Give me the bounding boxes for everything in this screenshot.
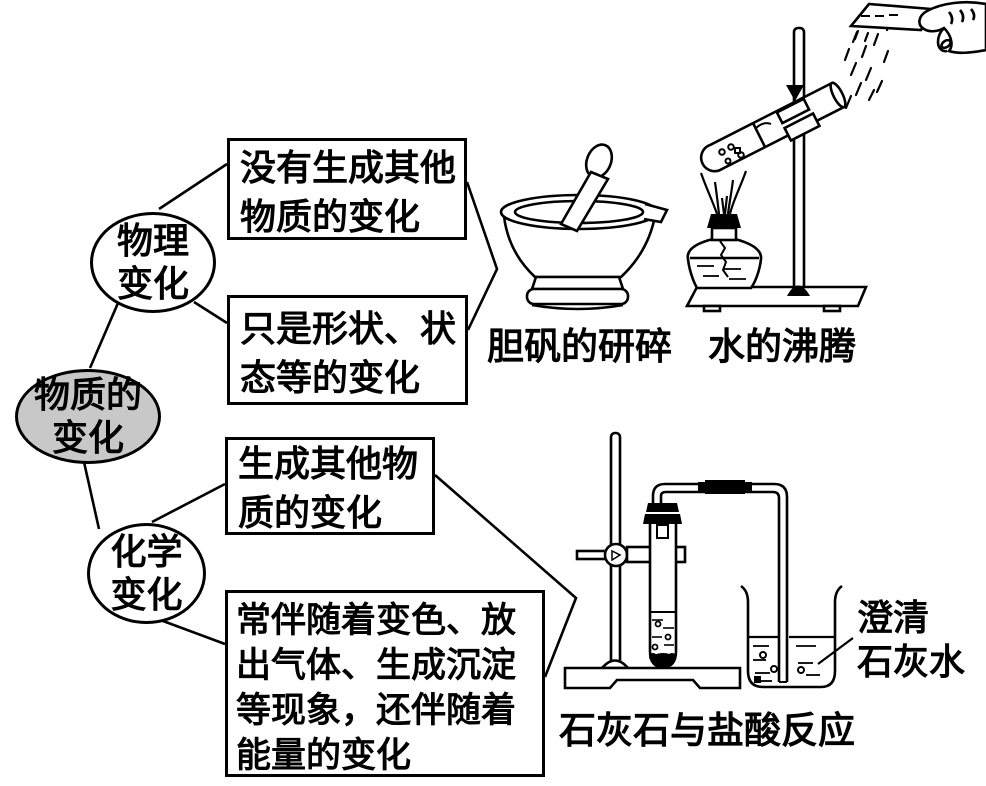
clamp-jaw-upper (775, 97, 811, 125)
chemical-change-node: 化学 变化 (87, 523, 206, 624)
clamp2-knob (603, 542, 629, 568)
pointer-physical-examples (465, 181, 499, 331)
lamp-liquid-marks (697, 265, 746, 280)
limewater-pointer-line (817, 637, 854, 665)
caption-limestone-reaction: 石灰石与盐酸反应 (559, 711, 855, 752)
limewater-annotation: 澄清 石灰水 (857, 596, 965, 684)
rod-collar (787, 285, 810, 296)
stopper-flare (643, 514, 682, 524)
root-node: 物质的 变化 (15, 369, 161, 464)
caption-water-boiling: 水的沸腾 (708, 327, 856, 368)
clamp-arrow (786, 85, 804, 101)
root-node-line2: 变化 (51, 417, 124, 458)
limewater-annotation-line2: 石灰水 (857, 642, 966, 682)
stand-foot-left (702, 304, 722, 313)
glass-plate (848, 2, 933, 32)
limestone-acid-illustration (563, 431, 854, 690)
physical-node-line1: 物理 (116, 220, 189, 261)
stopper-top (646, 503, 679, 512)
chemical-node-line1: 化学 (110, 531, 183, 572)
physical-feature-line2: 态等的变化 (240, 358, 421, 398)
water-boiling-illustration (684, 0, 986, 313)
clamp-jaw-lower (782, 111, 822, 143)
glass-plate-dashes (861, 14, 898, 17)
physical-node-line2: 变化 (116, 263, 189, 304)
line-physical-box1 (158, 162, 228, 211)
mortar-foot-edge (531, 303, 624, 311)
mortar-pestle-illustration (499, 143, 669, 311)
chemical-definition-line1: 生成其他物 (238, 444, 419, 484)
connector-lines (82, 162, 578, 678)
limewater-speck (754, 676, 761, 683)
root-node-line1: 物质的 (33, 374, 142, 415)
lamp-wick (719, 240, 729, 278)
pestle-rod (559, 170, 610, 233)
physical-feature-line1: 只是形状、状 (240, 309, 457, 349)
hand-knuckle-1 (947, 11, 954, 25)
tube-water-surface (751, 122, 767, 148)
hand-knuckle-2 (958, 9, 965, 23)
acid-marks (652, 619, 674, 646)
chemical-feature-box: 常伴随着变色、放 出气体、生成沉淀 等现象，还伴随着 能量的变化 (225, 590, 545, 777)
acid-bubbles (651, 620, 672, 651)
line-root-chemical (82, 461, 101, 530)
rubber-connector-left (698, 482, 706, 493)
rubber-connector (705, 480, 745, 494)
line-root-physical (88, 302, 120, 369)
mortar-spout (643, 202, 669, 224)
lamp-collar (710, 226, 738, 242)
hand-thumbnail (940, 38, 952, 50)
chemical-feature-line1: 常伴随着变色、放 (236, 601, 517, 640)
clamp2-knob-mark (611, 549, 622, 562)
hand-knuckle-3 (969, 8, 976, 21)
chemical-feature-line4: 能量的变化 (236, 736, 412, 775)
stand2-base (563, 666, 742, 690)
hand (918, 0, 986, 55)
physical-feature-box: 只是形状、状 态等的变化 (227, 295, 468, 405)
caption-mortar-grinding: 胆矾的研碎 (487, 327, 672, 368)
line-chemical-box3 (151, 482, 226, 524)
limewater-bubbles (759, 651, 805, 674)
tube-bubbles (718, 143, 745, 165)
limestone-lump-right (668, 653, 676, 661)
test-tube-tilted (699, 81, 846, 173)
stand-base (684, 285, 868, 308)
limewater-annotation-line1: 澄清 (857, 598, 930, 638)
chemical-feature-line3: 等现象，还伴随着 (236, 691, 517, 730)
hand-thumb-line (936, 27, 948, 53)
mortar-foot-disk (525, 287, 630, 306)
physical-definition-line1: 没有生成其他 (240, 148, 457, 188)
steam-dashes (843, 20, 892, 110)
limestone-lump-left (649, 653, 657, 661)
chemical-node-line2: 变化 (110, 574, 183, 615)
physical-definition-box: 没有生成其他 物质的变化 (227, 138, 467, 240)
line-chemical-box4 (162, 619, 226, 646)
chemical-definition-line2: 质的变化 (238, 493, 383, 533)
mortar-foot-band (530, 275, 625, 291)
rubber-connector-right (744, 482, 752, 493)
chemical-feature-line2: 出气体、生成沉淀 (236, 646, 517, 685)
flame (699, 170, 748, 215)
lamp-cap (707, 214, 741, 228)
limewater-marks (753, 645, 820, 682)
physical-definition-line2: 物质的变化 (240, 197, 421, 237)
stopper-stub (656, 524, 669, 539)
test-tube-mouth (829, 81, 847, 109)
stand-foot-right (822, 304, 842, 313)
chemical-definition-box: 生成其他物 质的变化 (225, 437, 435, 535)
line-physical-box2 (193, 300, 228, 325)
physical-change-node: 物理 变化 (90, 212, 216, 313)
stand-rod (792, 26, 806, 292)
tube-water-wave (755, 122, 772, 129)
pointer-chemical-example (434, 474, 578, 678)
